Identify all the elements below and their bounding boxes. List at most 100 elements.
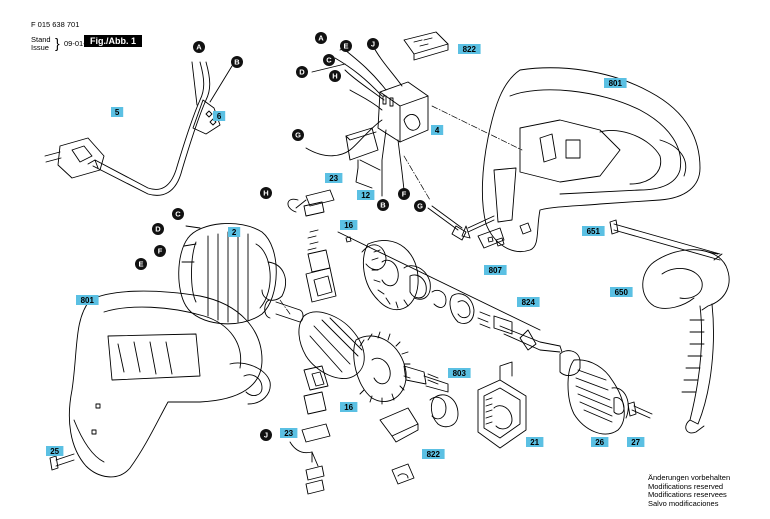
connector-pin-j: J — [367, 38, 379, 50]
capacitor-23-bottom — [289, 423, 331, 467]
part-tag-box — [526, 437, 544, 447]
part-tag-box — [76, 295, 99, 305]
part-tag-label: 651 — [587, 227, 601, 236]
part-tag-label: 803 — [453, 369, 467, 378]
part-tag-label: 27 — [631, 438, 640, 447]
connector-pin-dot — [414, 200, 426, 212]
housing-shell-left — [68, 290, 271, 478]
part-tag-16: 16 — [340, 402, 358, 412]
part-tag-box — [448, 368, 471, 378]
part-tag-box — [517, 297, 540, 307]
part-tag-box — [46, 446, 64, 456]
connector-pin-dot — [367, 38, 379, 50]
connector-pin-letter: B — [234, 58, 240, 67]
part-tag-12: 12 — [357, 190, 375, 200]
part-tag-box — [422, 449, 445, 459]
part-tag-box — [458, 44, 481, 54]
connector-pin-g: G — [414, 200, 426, 212]
part-tag-23: 23 — [280, 428, 298, 438]
connector-pin-dot — [296, 66, 308, 78]
connector-pin-h: H — [260, 187, 272, 199]
connector-pin-letter: E — [138, 260, 143, 269]
footer-line-es: Salvo modificaciones — [648, 498, 719, 508]
part-tag-box — [357, 190, 375, 200]
part-tag-box — [484, 265, 507, 275]
part-tag-label: 801 — [609, 79, 623, 88]
figure-label: Fig./Abb. 1 — [84, 35, 142, 47]
connector-pin-c: C — [172, 208, 184, 220]
connector-pin-f: F — [398, 188, 410, 200]
footer-notice: Änderungen vorbehalten Modifications res… — [648, 473, 730, 508]
connector-pin-dot — [323, 54, 335, 66]
locking-pin-g — [427, 205, 467, 241]
part-tag-box — [431, 125, 444, 135]
part-tag-807: 807 — [484, 265, 507, 275]
part-tag-4: 4 — [431, 125, 444, 135]
part-tag-label: 23 — [284, 429, 293, 438]
connector-pin-letter: G — [295, 131, 301, 140]
connector-pin-dot — [172, 208, 184, 220]
connector-pin-letter: G — [417, 202, 423, 211]
connector-pin-letter: D — [299, 68, 305, 77]
connector-pin-h: H — [329, 70, 341, 82]
connector-pin-b: B — [377, 199, 389, 211]
connector-pin-a: A — [315, 32, 327, 44]
connector-pin-letter: J — [371, 40, 375, 49]
part-tag-label: 2 — [232, 228, 237, 237]
part-tag-label: 25 — [50, 447, 59, 456]
part-tag-21: 21 — [526, 437, 544, 447]
part-tag-801: 801 — [604, 78, 627, 88]
connector-pin-dot — [231, 56, 243, 68]
part-tag-label: 16 — [344, 403, 353, 412]
document-number: F 015 638 701 — [31, 20, 80, 29]
connector-pin-letter: H — [332, 72, 337, 81]
auxiliary-handle — [642, 249, 730, 434]
connector-pin-dot — [340, 40, 352, 52]
footer-line-fr: Modifications reservees — [648, 490, 727, 500]
part-tag-26: 26 — [591, 437, 609, 447]
connector-pin-f: F — [154, 245, 166, 257]
screw-25 — [49, 453, 75, 471]
part-tag-label: 650 — [615, 288, 629, 297]
part-tag-label: 824 — [522, 298, 536, 307]
armature-rotor — [264, 299, 449, 405]
part-tag-822: 822 — [458, 44, 481, 54]
connector-pin-dot — [398, 188, 410, 200]
connector-pin-dot — [377, 199, 389, 211]
stand-label: Stand — [31, 35, 51, 44]
part-tag-label: 26 — [595, 438, 604, 447]
connector-pin-dot — [152, 223, 164, 235]
connector-pin-letter: B — [380, 201, 386, 210]
part-tag-651: 651 — [582, 226, 605, 236]
brush-set-top — [287, 198, 337, 303]
bearing-plate — [429, 361, 527, 449]
connector-pin-c: C — [323, 54, 335, 66]
part-tag-box — [340, 220, 358, 230]
part-tag-label: 5 — [115, 108, 120, 117]
connector-pin-letter: H — [263, 189, 268, 198]
connector-pin-a: A — [193, 41, 205, 53]
footer-line-en: Modifications reserved — [648, 481, 724, 491]
part-tag-box — [228, 227, 241, 237]
connector-pin-dot — [260, 187, 272, 199]
connector-pin-dot — [292, 129, 304, 141]
connector-pin-letter: D — [155, 225, 161, 234]
connector-pin-g: G — [292, 129, 304, 141]
connector-pin-letter: A — [196, 43, 202, 52]
part-tag-27: 27 — [627, 437, 645, 447]
connector-pin-dot — [135, 258, 147, 270]
part-tag-801: 801 — [76, 295, 99, 305]
part-tag-box — [213, 111, 226, 121]
gear-shaft-assembly — [337, 231, 563, 353]
part-tag-5: 5 — [111, 107, 124, 117]
part-tag-label: 21 — [530, 438, 539, 447]
leader-lines — [279, 105, 523, 315]
connector-pin-dot — [315, 32, 327, 44]
part-tag-803: 803 — [448, 368, 471, 378]
part-tag-box — [325, 173, 343, 183]
part-tag-822: 822 — [422, 449, 445, 459]
part-tag-label: 801 — [81, 296, 95, 305]
part-tag-650: 650 — [610, 287, 633, 297]
part-tag-23: 23 — [325, 173, 343, 183]
